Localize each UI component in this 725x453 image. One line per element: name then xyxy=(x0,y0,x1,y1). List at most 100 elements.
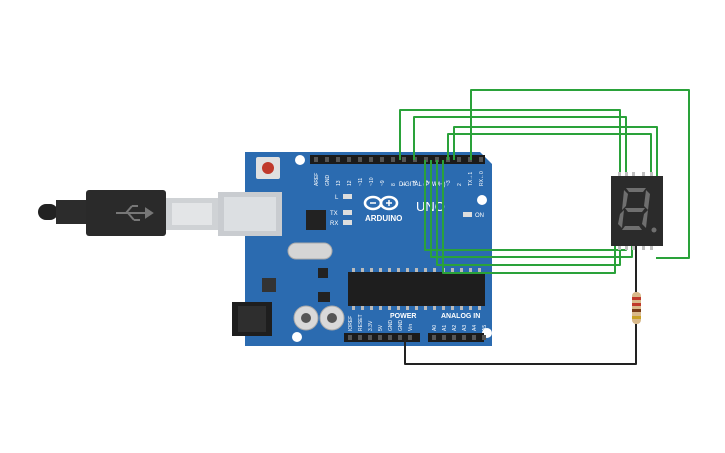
digital-pin-socket[interactable] xyxy=(347,157,351,162)
power-pin-label: IOREF xyxy=(348,316,354,331)
digital-pin-label: 7 xyxy=(402,183,408,186)
digital-pin-socket[interactable] xyxy=(325,157,329,162)
chip-pins xyxy=(352,268,481,310)
power-pin-socket[interactable] xyxy=(358,335,362,340)
wire-pin9[interactable] xyxy=(399,109,621,176)
digital-pin-socket[interactable] xyxy=(336,157,340,162)
mount-hole xyxy=(295,155,305,165)
logo-symbols xyxy=(370,200,392,206)
resistor-band xyxy=(632,303,641,306)
led-rx xyxy=(343,220,352,225)
digital-pin-socket[interactable] xyxy=(424,157,428,162)
digital-pin-socket[interactable] xyxy=(380,157,384,162)
seven-segment-display[interactable] xyxy=(611,172,663,250)
led-tx xyxy=(343,210,352,215)
digital-pin-socket[interactable] xyxy=(314,157,318,162)
power-pin-label: RESET xyxy=(358,314,364,331)
analog-pin-label: A1 xyxy=(442,325,448,331)
wire-pin3[interactable] xyxy=(453,126,658,176)
usb-plug-shine xyxy=(172,203,212,225)
ground-wire-lower[interactable] xyxy=(404,324,637,365)
analog-header-label: ANALOG IN xyxy=(441,313,480,320)
led-on-label: ON xyxy=(475,213,484,219)
power-pin-label: GND xyxy=(388,320,394,332)
digital-pin-socket[interactable] xyxy=(457,157,461,162)
power-pin-socket[interactable] xyxy=(408,335,412,340)
wire-pin2[interactable] xyxy=(442,160,616,274)
power-pin-socket[interactable] xyxy=(388,335,392,340)
analog-pin-socket[interactable] xyxy=(472,335,476,340)
analog-pin-socket[interactable] xyxy=(452,335,456,340)
cable-end xyxy=(38,204,58,220)
power-pin-socket[interactable] xyxy=(368,335,372,340)
microcontroller-chip xyxy=(348,272,485,306)
analog-pin-socket[interactable] xyxy=(442,335,446,340)
digital-pin-label: ~10 xyxy=(369,177,375,186)
wire-pin4[interactable] xyxy=(447,133,652,176)
analog-pin-label: A0 xyxy=(432,325,438,331)
digital-pin-label: RX←0 xyxy=(479,171,485,186)
usb-cable[interactable] xyxy=(38,190,218,236)
digital-pin-socket[interactable] xyxy=(435,157,439,162)
digital-pin-label: ~11 xyxy=(358,178,364,186)
analog-pin-socket[interactable] xyxy=(432,335,436,340)
mount-hole xyxy=(292,332,302,342)
analog-pin-label: A4 xyxy=(472,325,478,331)
analog-pin-label: A2 xyxy=(452,325,458,331)
digital-pin-label: TX→1 xyxy=(468,172,474,186)
digit-segments xyxy=(618,188,657,233)
segment-a xyxy=(626,188,646,192)
capacitor-top xyxy=(301,313,311,323)
led-tx-label: TX xyxy=(330,211,338,217)
green-wires[interactable] xyxy=(399,89,690,274)
ground-wire[interactable] xyxy=(404,246,637,365)
power-pin-socket[interactable] xyxy=(348,335,352,340)
power-jack-inner xyxy=(238,306,266,332)
analog-pin-socket[interactable] xyxy=(462,335,466,340)
digital-pin-label: GND xyxy=(325,175,331,187)
wire-pin8[interactable] xyxy=(413,116,627,176)
resistor-band xyxy=(632,297,641,300)
resistor-body xyxy=(632,292,641,324)
digital-pin-label: 8 xyxy=(391,183,397,186)
led-on xyxy=(463,212,472,217)
arduino-logo-text: ARDUINO xyxy=(365,214,402,223)
resistor-band xyxy=(632,316,641,319)
usb-icon xyxy=(116,205,154,221)
digital-header-strip xyxy=(310,155,485,164)
digital-pin-socket[interactable] xyxy=(369,157,373,162)
segment-dp xyxy=(651,227,657,233)
power-pin-socket[interactable] xyxy=(398,335,402,340)
power-pin-label: Vin xyxy=(408,324,414,331)
power-pin-label: 3.3V xyxy=(368,320,374,331)
crystal xyxy=(287,242,333,260)
analog-pin-socket[interactable] xyxy=(482,335,486,340)
display-pins-top xyxy=(618,172,653,176)
power-pin-label: 5V xyxy=(378,324,384,331)
led-l xyxy=(343,194,352,199)
display-pins-bottom xyxy=(618,246,653,250)
wire-pin1[interactable] xyxy=(470,89,690,259)
reset-button[interactable] xyxy=(262,162,274,174)
led-rx-label: RX xyxy=(330,221,338,227)
arduino-infinity-logo xyxy=(363,195,399,211)
resistor[interactable] xyxy=(632,292,641,324)
segment-e xyxy=(618,210,624,228)
power-pin-labels: IOREF RESET 3.3V 5V GND GND Vin xyxy=(348,314,414,331)
analog-pin-label: A3 xyxy=(462,325,468,331)
digital-pin-socket[interactable] xyxy=(358,157,362,162)
digital-pin-socket[interactable] xyxy=(479,157,483,162)
smd-component xyxy=(318,292,330,302)
digital-pin-socket[interactable] xyxy=(402,157,406,162)
segment-f xyxy=(622,190,628,210)
segment-b xyxy=(644,190,650,210)
power-header-label: POWER xyxy=(390,313,416,320)
digital-pin-label: ~6 xyxy=(413,180,419,186)
power-pin-socket[interactable] xyxy=(378,335,382,340)
digital-pin-socket[interactable] xyxy=(391,157,395,162)
wire-pin6[interactable] xyxy=(430,160,633,258)
power-pin-label: GND xyxy=(398,320,404,332)
wire-pin5[interactable] xyxy=(436,160,621,266)
